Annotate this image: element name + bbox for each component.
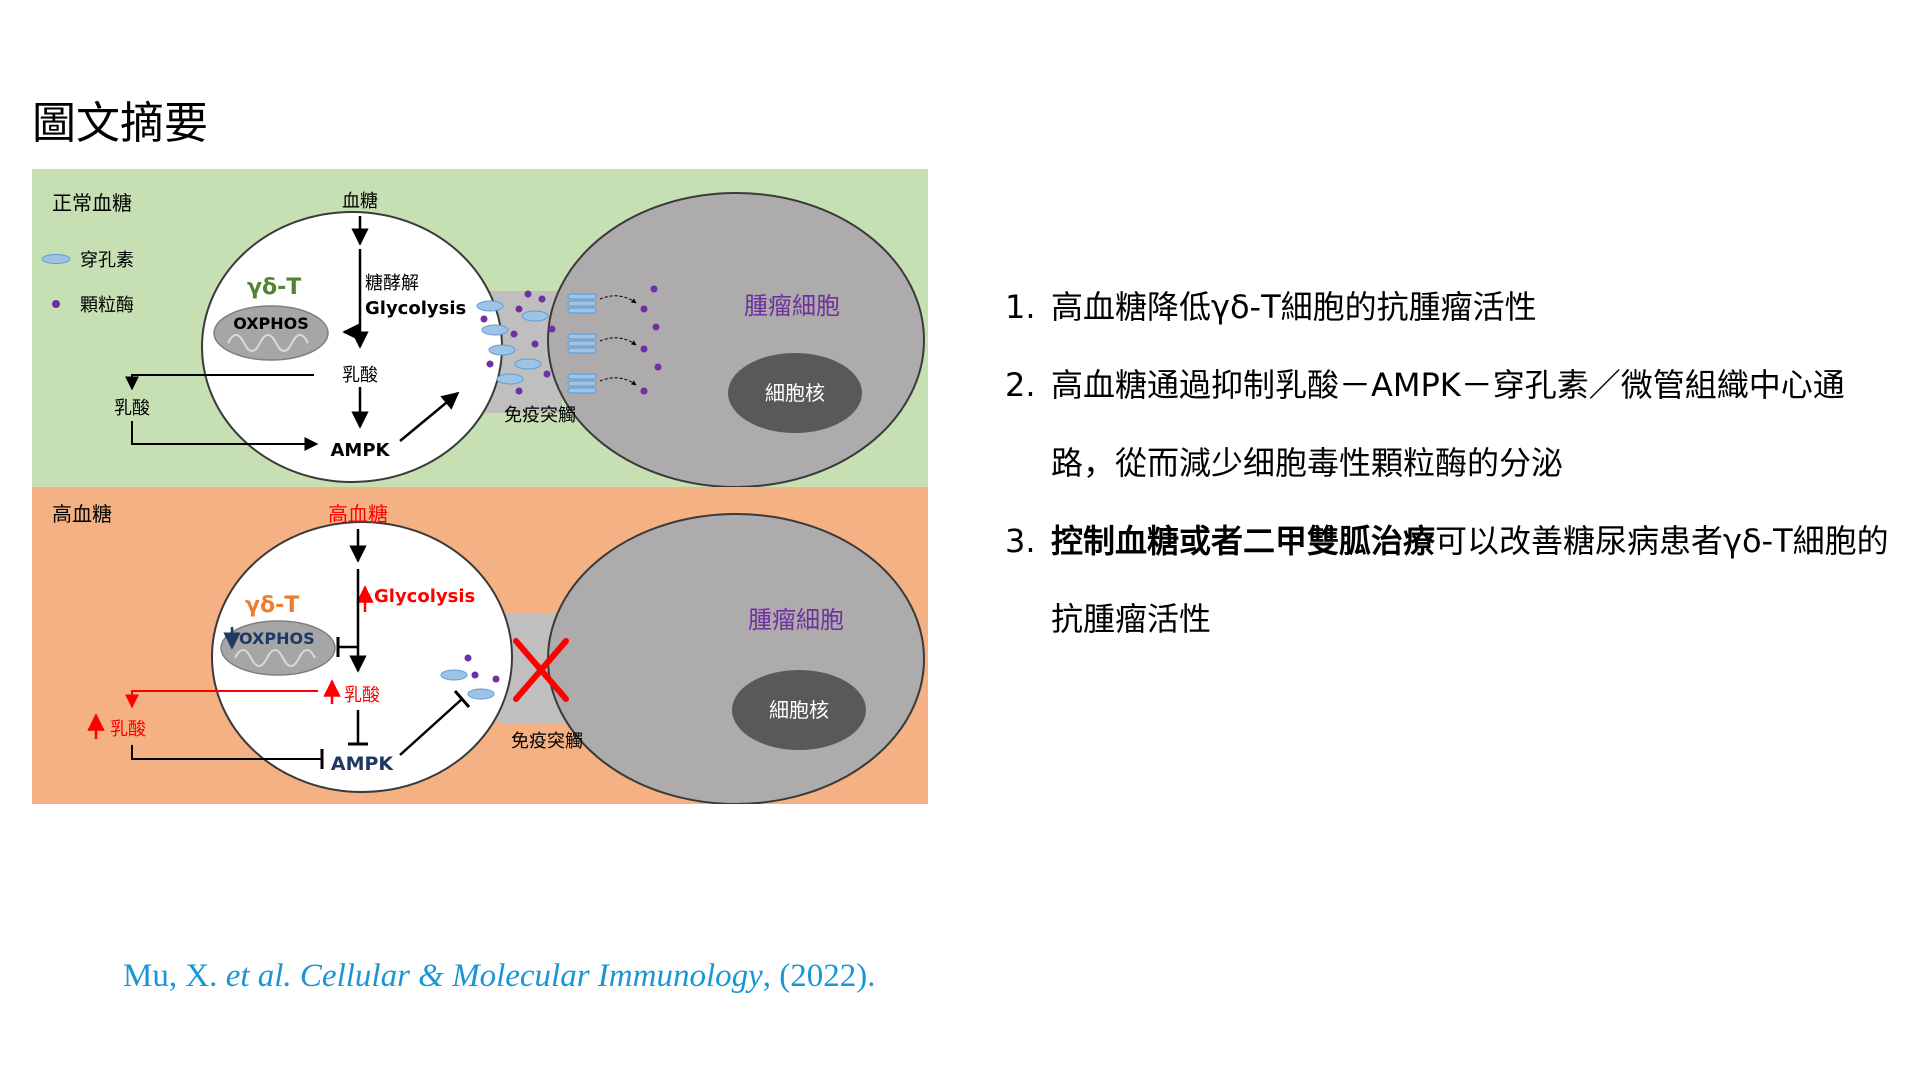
top-gd-t-label: γδ-T bbox=[247, 275, 301, 300]
top-blood-sugar-label: 血糖 bbox=[342, 191, 378, 212]
bottom-high-sugar-label: 高血糖 bbox=[328, 502, 388, 526]
key-point-3-number: 3. bbox=[1005, 522, 1036, 560]
legend-perforin-label: 穿孔素 bbox=[80, 250, 134, 271]
bottom-mito-cristae bbox=[234, 649, 316, 667]
citation: Mu, X. et al. Cellular & Molecular Immun… bbox=[123, 958, 876, 995]
bottom-oxphos-label: OXPHOS bbox=[239, 629, 315, 648]
bottom-synapse-label: 免疫突觸 bbox=[511, 731, 583, 752]
top-lactate-outer-label: 乳酸 bbox=[114, 398, 150, 419]
citation-etal: et al. bbox=[225, 958, 292, 994]
key-points-list: 1. 高血糖降低γδ-T細胞的抗腫瘤活性 2. 高血糖通過抑制乳酸－AMPK－穿孔素… bbox=[1005, 268, 1905, 658]
top-lactate-export-arrow bbox=[125, 374, 314, 391]
key-point-2-number: 2. bbox=[1005, 366, 1036, 404]
key-point-1-text: 高血糖降低γδ-T細胞的抗腫瘤活性 bbox=[1051, 288, 1537, 326]
key-point-2-text: 高血糖通過抑制乳酸－AMPK－穿孔素／微管組織中心通路，從而減少细胞毒性顆粒酶的… bbox=[1051, 366, 1845, 482]
top-mito-cristae bbox=[227, 334, 309, 352]
blocked-synapse-x-icon bbox=[513, 638, 569, 702]
top-tumor-cell bbox=[547, 192, 925, 488]
top-mitochondrion bbox=[213, 305, 329, 361]
bottom-panel-label: 高血糖 bbox=[52, 502, 112, 526]
bottom-secretion-inhibition bbox=[399, 698, 463, 756]
bottom-glycolysis-label: Glycolysis bbox=[374, 586, 475, 607]
citation-year: , (2022). bbox=[762, 958, 876, 994]
key-point-1: 1. 高血糖降低γδ-T細胞的抗腫瘤活性 bbox=[1005, 268, 1905, 346]
top-lactate-inner-label: 乳酸 bbox=[342, 365, 378, 386]
legend-granzyme-icon bbox=[52, 300, 60, 308]
key-point-3: 3. 控制血糖或者二甲雙胍治療可以改善糖尿病患者γδ-T細胞的抗腫瘤活性 bbox=[1005, 502, 1905, 658]
top-ampk-label: AMPK bbox=[331, 440, 391, 461]
citation-journal: Cellular & Molecular Immunology bbox=[291, 958, 763, 994]
top-tumor-label: 腫瘤細胞 bbox=[744, 292, 840, 320]
top-lactate-import-arrow bbox=[131, 421, 319, 451]
top-glycolysis-cn-label: 糖酵解 bbox=[365, 273, 419, 294]
top-perforin-pores bbox=[567, 285, 662, 395]
hyperglycemia-panel: 高血糖 腫瘤細胞 細胞核 γδ-T OXPHOS 高血糖 Glycolysis … bbox=[32, 487, 928, 804]
bottom-nucleus bbox=[732, 670, 866, 750]
top-nucleus-label: 細胞核 bbox=[765, 381, 825, 405]
key-point-2: 2. 高血糖通過抑制乳酸－AMPK－穿孔素／微管組織中心通路，從而減少细胞毒性顆粒… bbox=[1005, 346, 1905, 502]
bottom-mitochondrion bbox=[220, 620, 336, 676]
bottom-tumor-label: 腫瘤細胞 bbox=[748, 606, 844, 634]
graphical-abstract-diagram: 正常血糖 穿孔素 顆粒酶 腫瘤細胞 細胞核 γδ-T OXPHOS 血糖 糖酵解… bbox=[32, 169, 928, 804]
bottom-lactate-outer-label: 乳酸 bbox=[110, 719, 146, 740]
top-panel-label: 正常血糖 bbox=[52, 191, 132, 215]
top-synapse-label: 免疫突觸 bbox=[504, 405, 576, 426]
key-point-1-number: 1. bbox=[1005, 288, 1036, 326]
slide-title: 圖文摘要 bbox=[32, 98, 208, 149]
citation-authors: Mu, X. bbox=[123, 958, 226, 994]
top-ampk-activation-arrow bbox=[399, 391, 460, 442]
top-glycolysis-en-label: Glycolysis bbox=[365, 298, 466, 319]
key-point-3-bold-text: 控制血糖或者二甲雙胍治療 bbox=[1051, 522, 1436, 560]
bottom-lactate-inner-label: 乳酸 bbox=[344, 685, 380, 706]
legend-perforin-icon bbox=[41, 254, 71, 264]
legend-granzyme-label: 顆粒酶 bbox=[80, 295, 134, 316]
bottom-ampk-label: AMPK bbox=[331, 753, 395, 775]
bottom-lactate-import-line bbox=[131, 745, 322, 760]
top-oxphos-label: OXPHOS bbox=[233, 314, 309, 333]
bottom-gd-t-label: γδ-T bbox=[245, 593, 299, 618]
bottom-secretion-inhibition-bar bbox=[453, 690, 471, 708]
bottom-lactate-export-arrow bbox=[125, 690, 318, 709]
bottom-nucleus-label: 細胞核 bbox=[769, 698, 829, 722]
bottom-reduced-granules bbox=[440, 654, 500, 700]
top-nucleus bbox=[728, 353, 862, 433]
key-point-3-text: 可以改善糖尿病患者γδ-T細胞的抗腫瘤活性 bbox=[1051, 522, 1889, 638]
top-secreted-granules bbox=[476, 290, 556, 395]
bottom-tumor-cell bbox=[547, 513, 925, 804]
normal-glucose-panel: 正常血糖 穿孔素 顆粒酶 腫瘤細胞 細胞核 γδ-T OXPHOS 血糖 糖酵解… bbox=[32, 169, 928, 488]
